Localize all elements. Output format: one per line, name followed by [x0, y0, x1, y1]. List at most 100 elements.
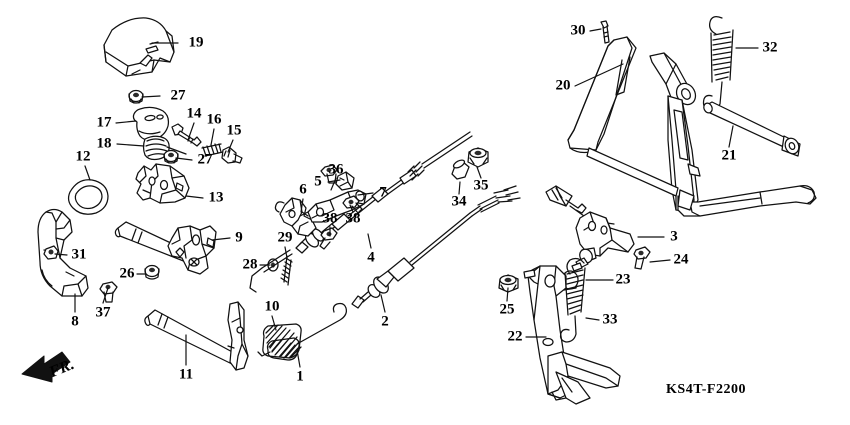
- fr-direction-arrow: [21, 351, 71, 383]
- part-24-bolt: [633, 246, 651, 270]
- callout-label-24: 24: [673, 251, 689, 268]
- callout-label-31: 31: [71, 246, 87, 263]
- part-18-spring-collar: [142, 135, 187, 161]
- part-37-bolt: [99, 281, 118, 303]
- callout-label-5: 5: [314, 173, 322, 190]
- callout-label-38b: 38: [345, 210, 361, 227]
- callout-label-30: 30: [570, 22, 586, 39]
- callout-label-9: 9: [235, 229, 243, 246]
- part-19-cover: [103, 17, 175, 77]
- leader-line-33: [585, 317, 600, 321]
- callout-label-33: 33: [602, 311, 618, 328]
- part-2-cable: [351, 185, 521, 309]
- leader-line-7: [357, 192, 374, 196]
- callout-label-34: 34: [451, 193, 467, 210]
- leader-line-10: [271, 315, 277, 331]
- callout-label-38a: 38: [322, 210, 338, 227]
- callout-label-2: 2: [381, 313, 389, 330]
- part-3-switch: [545, 185, 635, 272]
- leader-line-15: [227, 139, 234, 153]
- leader-line-25: [506, 287, 509, 302]
- leader-line-24: [649, 259, 671, 263]
- callout-label-3: 3: [670, 228, 678, 245]
- leader-line-20: [574, 63, 624, 87]
- callout-label-32: 32: [762, 39, 778, 56]
- part-15-stud: [221, 146, 243, 164]
- callout-label-10: 10: [264, 298, 280, 315]
- leader-line-5: [327, 179, 341, 183]
- diagram-code-label: KS4T-F2200: [666, 382, 746, 397]
- part-31-pivot: [43, 245, 59, 260]
- part-34-collar: [451, 159, 470, 180]
- leader-line-36: [330, 177, 337, 191]
- part-38a-bolt: [319, 227, 338, 250]
- part-29-spring: [280, 255, 293, 286]
- leader-line-4: [367, 233, 372, 249]
- leader-line-16: [210, 128, 215, 146]
- callout-label-22: 22: [507, 328, 523, 345]
- callout-label-6: 6: [299, 181, 307, 198]
- callout-label-14: 14: [186, 105, 202, 122]
- callout-label-1: 1: [296, 368, 304, 385]
- callout-label-35: 35: [473, 177, 489, 194]
- callout-label-23: 23: [615, 271, 631, 288]
- leader-line-14: [187, 122, 195, 141]
- callout-label-8: 8: [71, 313, 79, 330]
- callout-label-17: 17: [96, 114, 112, 131]
- leader-line-37: [102, 287, 109, 304]
- callout-label-25: 25: [499, 301, 515, 318]
- leader-line-13: [185, 195, 204, 199]
- leader-line-6: [300, 198, 304, 213]
- leader-line-30: [589, 28, 602, 32]
- callout-label-12: 12: [75, 148, 91, 165]
- part-9-shaft-arm: [114, 221, 217, 275]
- leader-line-9: [211, 237, 231, 241]
- callout-label-26: 26: [119, 265, 135, 282]
- leader-line-1: [296, 349, 301, 368]
- callout-label-20: 20: [555, 77, 571, 94]
- leader-line-17: [115, 120, 137, 124]
- callout-label-28: 28: [242, 256, 258, 273]
- part-25-nut: [498, 274, 519, 293]
- part-27a-nut: [128, 89, 144, 104]
- part-5-clamp: [335, 171, 355, 191]
- leader-line-2: [380, 294, 386, 313]
- leader-line-12: [84, 165, 91, 181]
- part-6-lever: [274, 197, 317, 237]
- leader-line-38b: [349, 204, 354, 213]
- part-13-bracket: [135, 163, 190, 204]
- part-38b-bolt: [342, 195, 363, 214]
- callout-leader-lines: [54, 28, 759, 368]
- callout-label-18: 18: [96, 135, 112, 152]
- leader-line-27b: [175, 157, 193, 161]
- leader-line-27a: [141, 95, 161, 98]
- part-27b-nut: [163, 149, 179, 164]
- leader-line-31: [54, 253, 68, 256]
- callout-label-27b: 27: [197, 151, 213, 168]
- callout-label-37: 37: [95, 304, 111, 321]
- callout-label-15: 15: [226, 122, 242, 139]
- callout-label-19: 19: [188, 34, 204, 51]
- part-36-bolt: [320, 164, 338, 184]
- part-33-spring: [559, 257, 586, 343]
- part-26-nut: [144, 264, 160, 280]
- part-20-main-stand: [567, 36, 817, 217]
- callout-label-4: 4: [367, 249, 375, 266]
- part-22-side-stand: [523, 265, 621, 405]
- callout-label-27a: 27: [170, 87, 186, 104]
- part-35-nut: [467, 147, 489, 168]
- part-11-shaft: [144, 301, 249, 371]
- part-32-spring: [702, 16, 734, 111]
- leader-line-18: [116, 143, 145, 147]
- part-17-lever-knob: [132, 106, 170, 141]
- callout-label-29: 29: [277, 229, 293, 246]
- callout-label-7: 7: [379, 184, 387, 201]
- part-30-bolt: [600, 20, 610, 44]
- leader-line-21: [728, 125, 734, 148]
- callout-label-16: 16: [206, 111, 222, 128]
- callout-label-36: 36: [328, 161, 344, 178]
- part-12-seal: [67, 179, 109, 215]
- leader-line-34: [458, 181, 461, 195]
